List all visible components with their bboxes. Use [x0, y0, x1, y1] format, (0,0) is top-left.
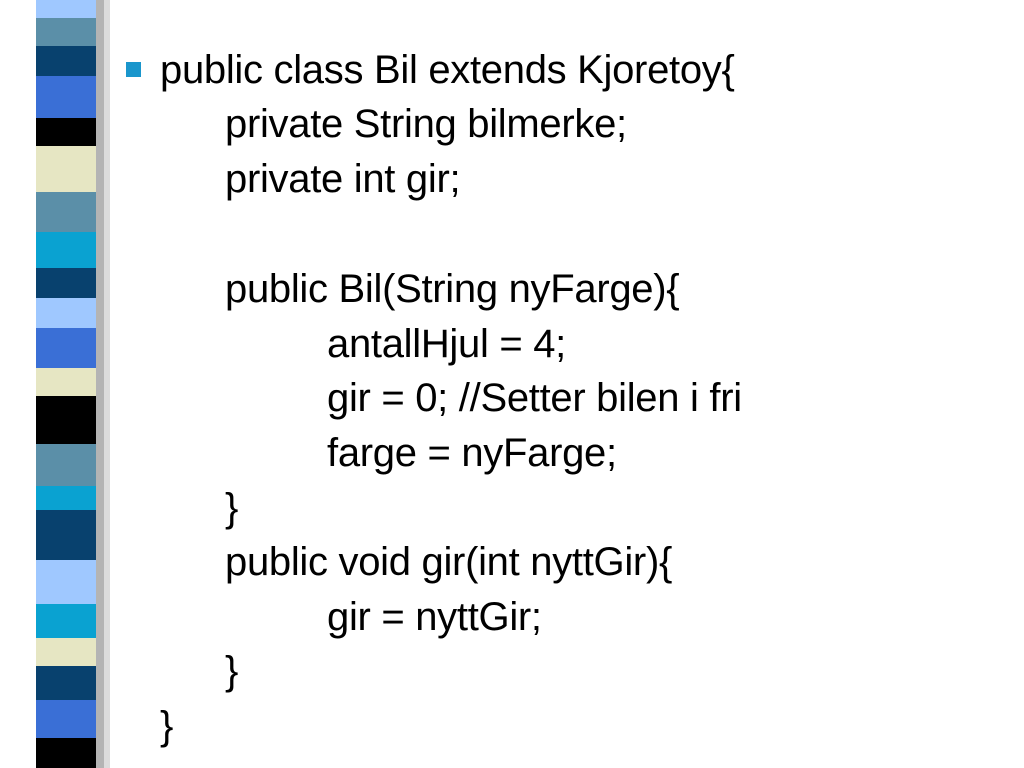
- code-line-field-bilmerke: private String bilmerke;: [225, 102, 627, 146]
- code-line-class-close: }: [160, 704, 174, 748]
- code-line-class-declaration: public class Bil extends Kjoretoy{: [160, 48, 735, 92]
- decorative-side-strip: [0, 0, 120, 768]
- code-line-method-close: }: [225, 649, 239, 693]
- square-bullet-icon: [126, 62, 141, 77]
- code-line-gir-assign: gir = nyttGir;: [327, 595, 542, 639]
- code-line-antallhjul: antallHjul = 4;: [327, 322, 566, 366]
- code-line-constructor: public Bil(String nyFarge){: [225, 267, 680, 311]
- code-line-constructor-close: }: [225, 486, 239, 530]
- code-line-field-gir: private int gir;: [225, 157, 461, 201]
- code-line-gir-reset: gir = 0; //Setter bilen i fri: [327, 376, 742, 420]
- code-line-method-gir: public void gir(int nyttGir){: [225, 540, 673, 584]
- slide-content: public class Bil extends Kjoretoy{ priva…: [120, 0, 1024, 768]
- side-strip-graphic: [36, 0, 110, 768]
- code-line-farge: farge = nyFarge;: [327, 431, 617, 475]
